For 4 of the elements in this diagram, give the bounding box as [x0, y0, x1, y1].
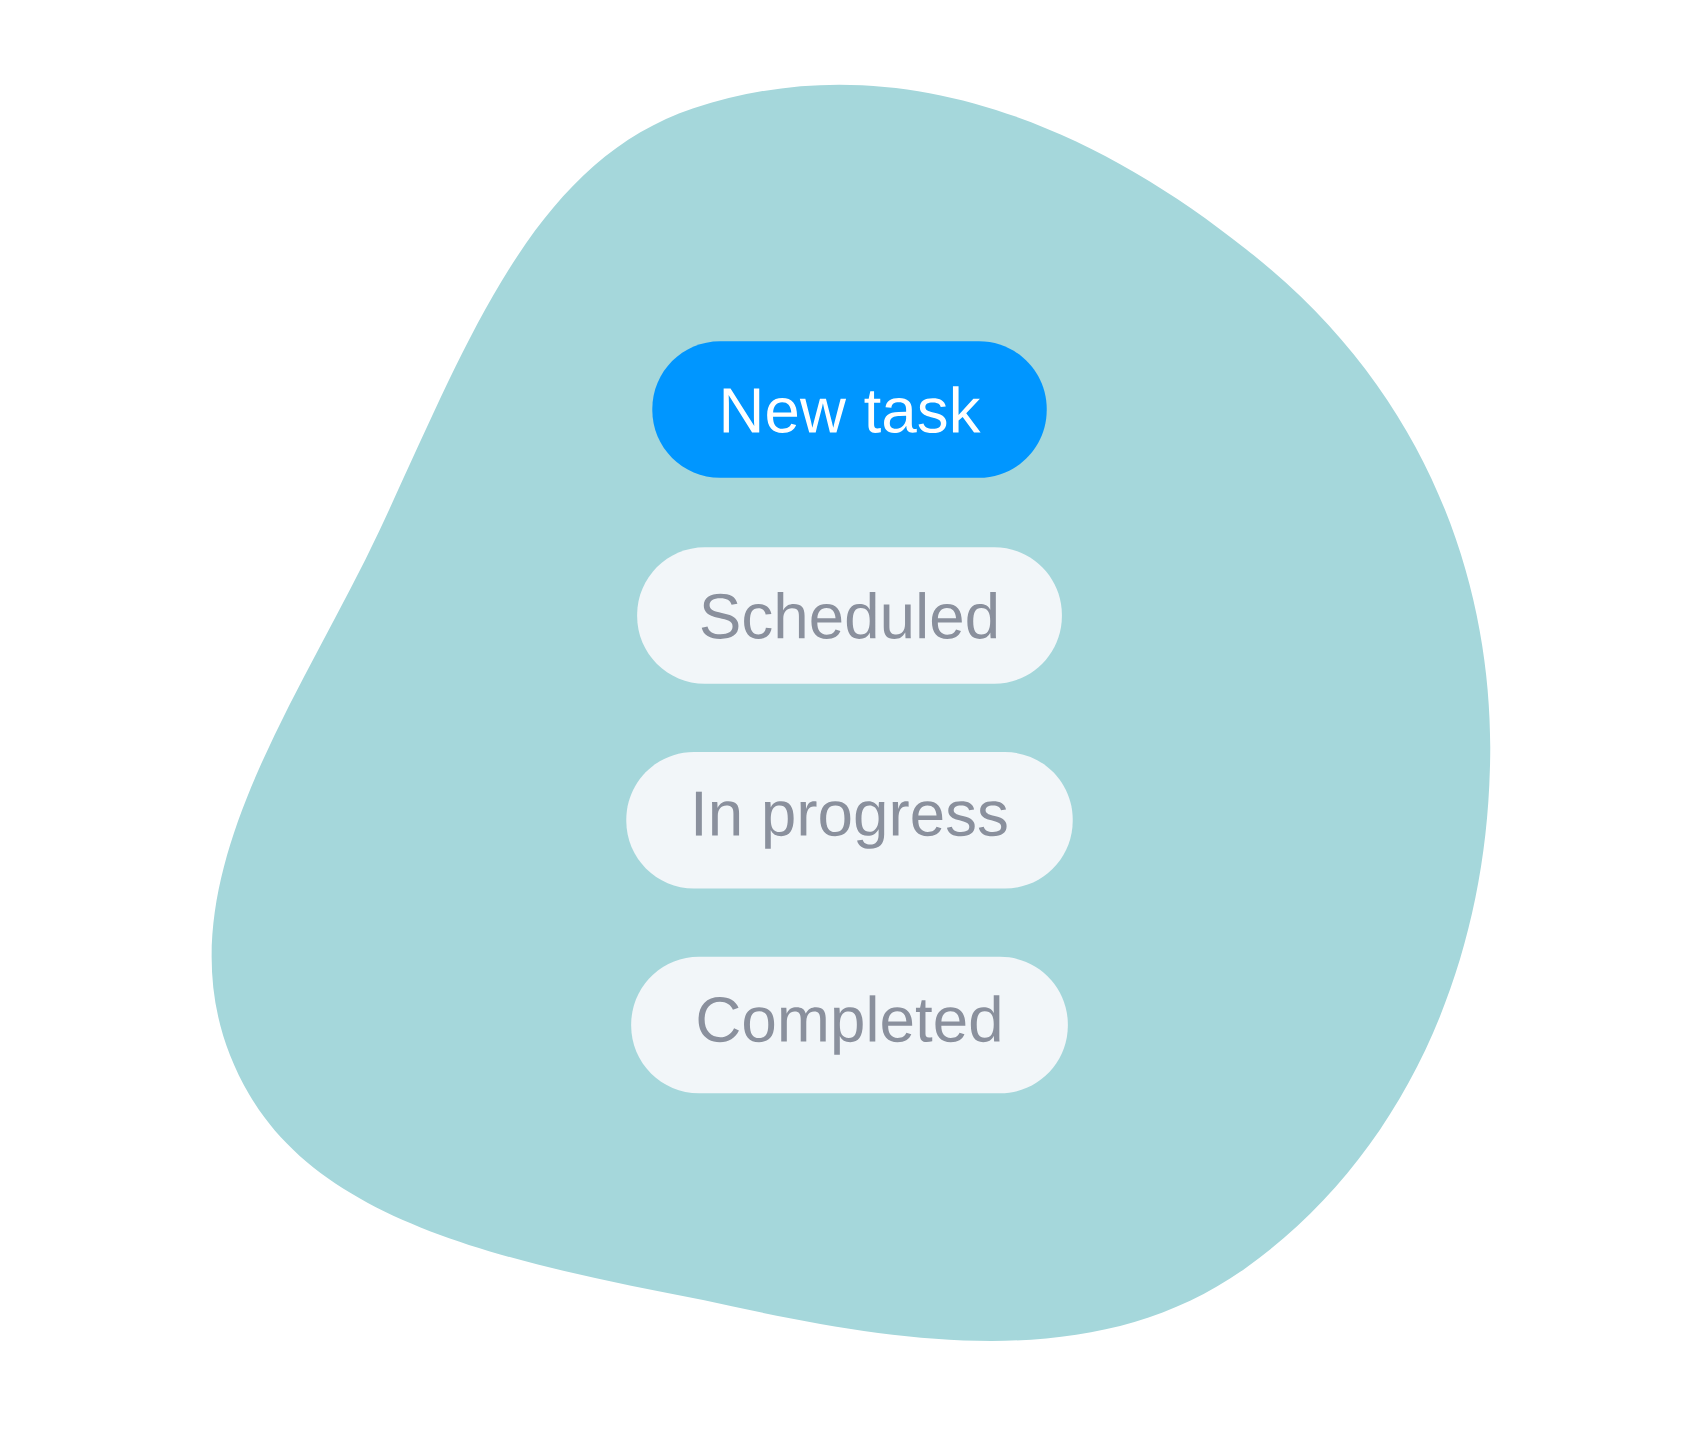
status-pill: Scheduled — [637, 547, 1062, 684]
status-pill: New task — [652, 341, 1047, 478]
status-pill: Completed — [631, 956, 1068, 1094]
status-pill: In progress — [626, 751, 1073, 889]
